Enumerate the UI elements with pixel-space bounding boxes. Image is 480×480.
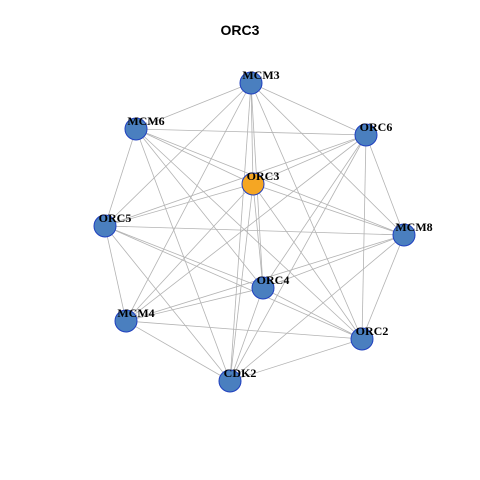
edge-orc3-orc5 bbox=[104, 183, 254, 227]
edge-mcm8-cdk2 bbox=[229, 234, 405, 382]
edge-orc6-mcm4 bbox=[125, 134, 367, 322]
edge-orc6-orc5 bbox=[104, 134, 367, 227]
node-orc5 bbox=[93, 214, 117, 238]
node-mcm4 bbox=[114, 309, 138, 333]
node-label-orc4: ORC4 bbox=[257, 273, 290, 287]
node-label-orc6: ORC6 bbox=[360, 120, 393, 134]
node-orc2 bbox=[350, 327, 374, 351]
node-mcm3 bbox=[239, 71, 263, 95]
edge-mcm6-mcm8 bbox=[135, 128, 405, 236]
edge-mcm3-orc3 bbox=[250, 82, 254, 185]
edge-mcm6-orc4 bbox=[135, 128, 264, 289]
edge-mcm8-orc2 bbox=[361, 234, 405, 340]
edge-orc6-orc2 bbox=[361, 134, 367, 340]
edge-mcm3-mcm6 bbox=[135, 82, 252, 130]
node-label-cdk2: CDK2 bbox=[224, 366, 257, 380]
node-label-orc5: ORC5 bbox=[99, 211, 132, 225]
edge-orc4-cdk2 bbox=[229, 287, 264, 382]
edge-orc3-mcm4 bbox=[125, 183, 254, 322]
node-label-mcm8: MCM8 bbox=[395, 220, 432, 234]
edge-orc5-cdk2 bbox=[104, 225, 231, 382]
edge-mcm6-orc2 bbox=[135, 128, 363, 340]
edge-mcm4-orc2 bbox=[125, 320, 363, 340]
edge-mcm3-orc5 bbox=[104, 82, 252, 227]
edge-orc3-orc4 bbox=[252, 183, 264, 289]
edge-mcm6-cdk2 bbox=[135, 128, 231, 382]
node-label-mcm4: MCM4 bbox=[117, 306, 154, 320]
node-orc4 bbox=[251, 276, 275, 300]
node-label-mcm6: MCM6 bbox=[127, 114, 164, 128]
node-label-mcm3: MCM3 bbox=[242, 68, 279, 82]
edge-mcm4-cdk2 bbox=[125, 320, 231, 382]
edge-orc6-orc4 bbox=[262, 134, 367, 289]
edge-orc6-orc3 bbox=[252, 134, 367, 185]
node-orc6 bbox=[354, 123, 378, 147]
edge-orc6-mcm8 bbox=[365, 134, 405, 236]
node-label-orc2: ORC2 bbox=[356, 324, 389, 338]
edge-orc5-mcm4 bbox=[104, 225, 127, 322]
edge-orc2-cdk2 bbox=[229, 338, 363, 382]
edge-orc5-orc4 bbox=[104, 225, 264, 289]
node-orc3 bbox=[241, 172, 265, 196]
edge-orc4-mcm4 bbox=[125, 287, 264, 322]
edge-mcm3-orc6 bbox=[250, 82, 367, 136]
edge-orc3-orc2 bbox=[252, 183, 363, 340]
edge-mcm3-mcm8 bbox=[250, 82, 405, 236]
edge-orc5-orc2 bbox=[104, 225, 363, 340]
edge-mcm6-orc5 bbox=[104, 128, 137, 227]
edge-orc3-cdk2 bbox=[229, 183, 254, 382]
edge-orc5-mcm8 bbox=[104, 225, 405, 236]
edge-orc6-mcm6 bbox=[135, 128, 367, 136]
node-cdk2 bbox=[218, 369, 242, 393]
edge-mcm6-orc3 bbox=[135, 128, 254, 185]
edge-mcm3-orc2 bbox=[250, 82, 363, 340]
edge-orc6-cdk2 bbox=[229, 134, 367, 382]
edge-orc4-orc2 bbox=[262, 287, 363, 340]
node-layer bbox=[93, 71, 416, 393]
edge-mcm8-orc4 bbox=[262, 234, 405, 289]
node-label-orc3: ORC3 bbox=[247, 169, 280, 183]
node-mcm8 bbox=[392, 223, 416, 247]
figure-title: ORC3 bbox=[220, 22, 260, 38]
node-mcm6 bbox=[124, 117, 148, 141]
edge-layer bbox=[104, 82, 405, 382]
edge-orc3-mcm8 bbox=[252, 183, 405, 236]
